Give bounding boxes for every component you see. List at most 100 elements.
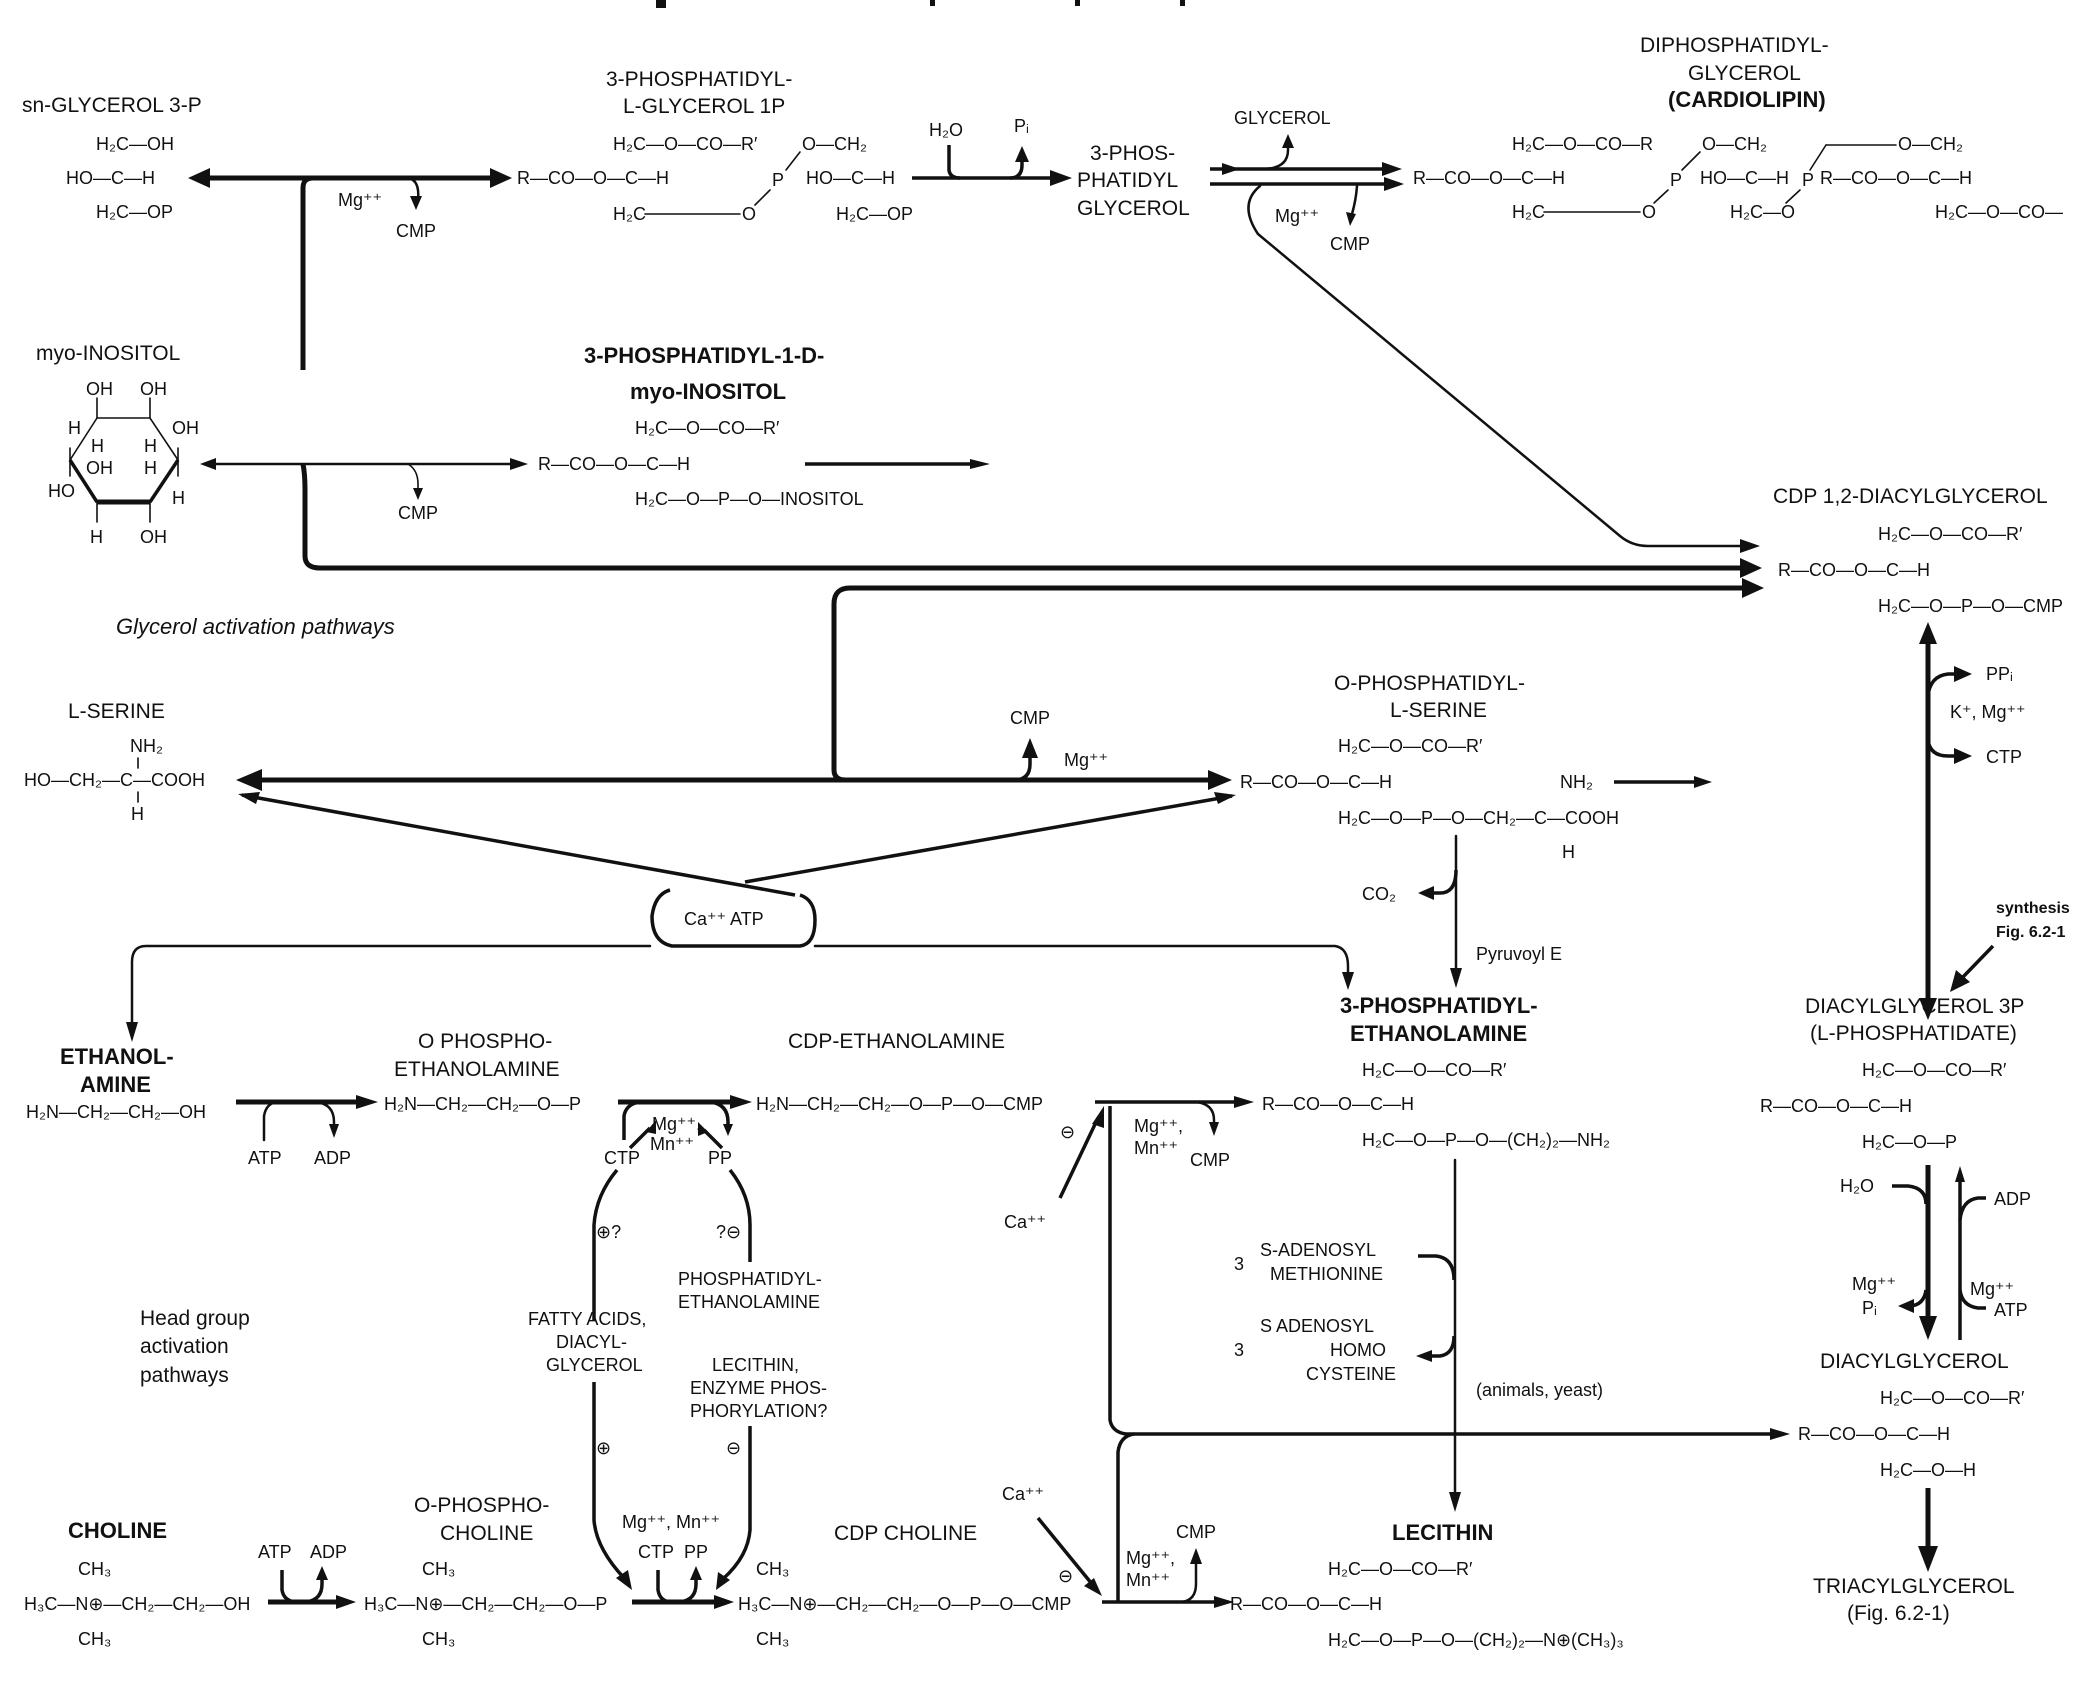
choline: CHOLINE CH₃ H₃C—N⊕—CH₂—CH₂—OH CH₃ (24, 1518, 250, 1649)
structure-row: H₃C—N⊕—CH₂—CH₂—OH (24, 1594, 250, 1614)
structure-atom: P (772, 170, 784, 190)
compound-name-line1: 3-PHOSPHATIDYL- (606, 68, 792, 91)
structure-row: R—CO—O—C—H (1820, 168, 1972, 188)
compound-name-line1: TRIACYLGLYCEROL (1813, 1575, 2015, 1598)
sam-line1: S-ADENOSYL (1260, 1240, 1376, 1260)
l-serine: L-SERINE NH₂ HO—CH₂—C—COOH H (24, 700, 205, 824)
regulator-plus: ⊕? (596, 1222, 621, 1242)
compound-name-line1: 3-PHOSPHATIDYL-1-D- (584, 343, 824, 368)
sah-count: 3 (1234, 1340, 1244, 1360)
compound-name: L-SERINE (68, 700, 165, 723)
regulator-minus: ⊖ (726, 1438, 741, 1458)
cofactor-ctp: CTP (604, 1148, 640, 1168)
sn-glycerol-3p: sn-GLYCEROL 3-P H₂C—OH HO—C—H H₂C—OP (22, 94, 202, 222)
cofactor-ca: Ca⁺⁺ (1002, 1484, 1044, 1504)
compound-name-line2: PHATIDYL (1077, 169, 1178, 192)
compound-name-line1: O PHOSPHO- (418, 1030, 552, 1053)
structure-row: H₂C—O (1730, 202, 1795, 222)
phosphatidyl-ethanolamine: 3-PHOSPHATIDYL- ETHANOLAMINE H₂C—O—CO—R′… (1262, 993, 1610, 1150)
compound-name-line2: AMINE (80, 1072, 151, 1097)
inositol-ring-icon (68, 397, 180, 523)
cofactor-h2o: H₂O (929, 120, 963, 140)
structure-row: H₂C—O—H (1880, 1460, 1976, 1480)
cofactor-ca-atp: Ca⁺⁺ ATP (684, 909, 764, 929)
cofactor-pp: PP (708, 1148, 732, 1168)
cofactor-k-mg: K⁺, Mg⁺⁺ (1950, 702, 2026, 722)
cdp-ethanolamine: CDP-ETHANOLAMINE H₂N—CH₂—CH₂—O—P—O—CMP (756, 1030, 1043, 1114)
section-label-line: pathways (140, 1364, 229, 1387)
substituent: OH (172, 418, 199, 438)
compound-name: myo-INOSITOL (36, 342, 180, 365)
substituent: OH (140, 379, 167, 399)
structure-row: R—CO—O—C—H (1240, 772, 1392, 792)
substituent: H (68, 418, 81, 438)
compound-name-line2: (Fig. 6.2-1) (1847, 1602, 1950, 1625)
cofactor-mn: Mn⁺⁺ (1134, 1138, 1178, 1158)
compound-name-line1: DIPHOSPHATIDYL- (1640, 34, 1829, 57)
cofactor-cmp: CMP (396, 221, 436, 241)
cofactor-mg: Mg⁺⁺ (1970, 1279, 2014, 1299)
cofactor-mg: Mg⁺⁺ (338, 190, 382, 210)
structure-row: O—CH₂ (1898, 134, 1963, 154)
cdp-dag-to-serine-line (831, 578, 1764, 783)
substituent: OH (140, 527, 167, 547)
structure-row: R—CO—O—C—H (1230, 1594, 1382, 1614)
structure-atom: O (1642, 202, 1656, 222)
regulator-fatty-acids-line3: GLYCEROL (546, 1355, 643, 1375)
compound-name-line2: GLYCEROL (1688, 62, 1801, 85)
structure-row: R—CO—O—C—H (1413, 168, 1565, 188)
sah-line3: CYSTEINE (1306, 1364, 1396, 1384)
cofactor-atp: ATP (1994, 1300, 2028, 1320)
cofactor-adp: ADP (314, 1148, 351, 1168)
cofactor-mg: Mg⁺⁺ (1064, 750, 1108, 770)
cofactor-mn: Mn⁺⁺ (1126, 1570, 1170, 1590)
compound-name: sn-GLYCEROL 3-P (22, 94, 202, 117)
structure-row: CH₃ (422, 1559, 455, 1579)
cct-choline-regulators: FATTY ACIDS, DIACYL- GLYCEROL LECITHIN, … (528, 1309, 827, 1590)
cofactor-mg: Mg⁺⁺, (1126, 1548, 1175, 1568)
structure-row: H₃C—N⊕—CH₂—CH₂—O—P—O—CMP (738, 1594, 1071, 1614)
compound-name-line1: O-PHOSPHO- (414, 1494, 549, 1517)
sam-count: 3 (1234, 1254, 1244, 1274)
compound-name-line2: L-GLYCEROL 1P (623, 95, 785, 118)
compound-name-line3: GLYCEROL (1077, 197, 1190, 220)
substituent: OH (86, 379, 113, 399)
cdp-choline: CDP CHOLINE CH₃ H₃C—N⊕—CH₂—CH₂—O—P—O—CMP… (738, 1522, 1071, 1649)
structure-row: O—CH₂ (1702, 134, 1767, 154)
structure-row: H₂C—O—CO—R′ (635, 418, 780, 438)
structure-row: H₂N—CH₂—CH₂—OH (26, 1102, 206, 1122)
structure-row: HO—C—H (66, 168, 155, 188)
cofactor-co2: CO₂ (1362, 884, 1396, 904)
structure-row: O—CH₂ (802, 134, 867, 154)
structure-row: NH₂ (130, 736, 163, 756)
sam-line2: METHIONINE (1270, 1264, 1383, 1284)
cofactor-mg: Mg⁺⁺ (1852, 1274, 1896, 1294)
compound-name-line1: O-PHOSPHATIDYL- (1334, 672, 1525, 695)
compound-name-line1: ETHANOL- (60, 1044, 174, 1069)
structure-row: H₂C—O—P—O—CMP (1878, 596, 2063, 616)
structure-row: H₂C—O—P—O—INOSITOL (635, 489, 864, 509)
structure-row: H₂C—OH (96, 134, 174, 154)
cofactor-cmp: CMP (1190, 1150, 1230, 1170)
cofactor-atp: ATP (258, 1542, 292, 1562)
cardiolipin: DIPHOSPHATIDYL- GLYCEROL (CARDIOLIPIN) H… (1413, 34, 2063, 222)
structure-row: CH₃ (756, 1629, 789, 1649)
structure-row: H (1562, 842, 1575, 862)
compound-name-line1: 3-PHOSPHATIDYL- (1340, 993, 1538, 1018)
regulator-fatty-acids-line1: FATTY ACIDS, (528, 1309, 646, 1329)
substituent: H (144, 458, 157, 478)
structure-row: H₂C—O—P (1862, 1132, 1957, 1152)
compound-name: CDP CHOLINE (834, 1522, 977, 1545)
arrow-ps-pe: CO₂ Pyruvoyl E (1362, 834, 1562, 988)
compound-name-line1: DIACYLGLYCEROL 3P (1805, 995, 2024, 1018)
cofactor-adp: ADP (310, 1542, 347, 1562)
structure-row: H₂C—O—CO—R (1512, 134, 1653, 154)
structure-row: H₂N—CH₂—CH₂—O—P—O—CMP (756, 1094, 1043, 1114)
structure-row: H₂C—O—P—O—(CH₂)₂—NH₂ (1362, 1130, 1610, 1150)
compound-name: CHOLINE (68, 1518, 167, 1543)
cofactor-mg: Mg⁺⁺ (1275, 206, 1319, 226)
structure-atom: O (742, 204, 756, 224)
cofactor-ppi: PPᵢ (1986, 664, 2013, 684)
structure-row: R—CO—O—C—H (1798, 1424, 1950, 1444)
structure-row: R—CO—O—C—H (1778, 560, 1930, 580)
